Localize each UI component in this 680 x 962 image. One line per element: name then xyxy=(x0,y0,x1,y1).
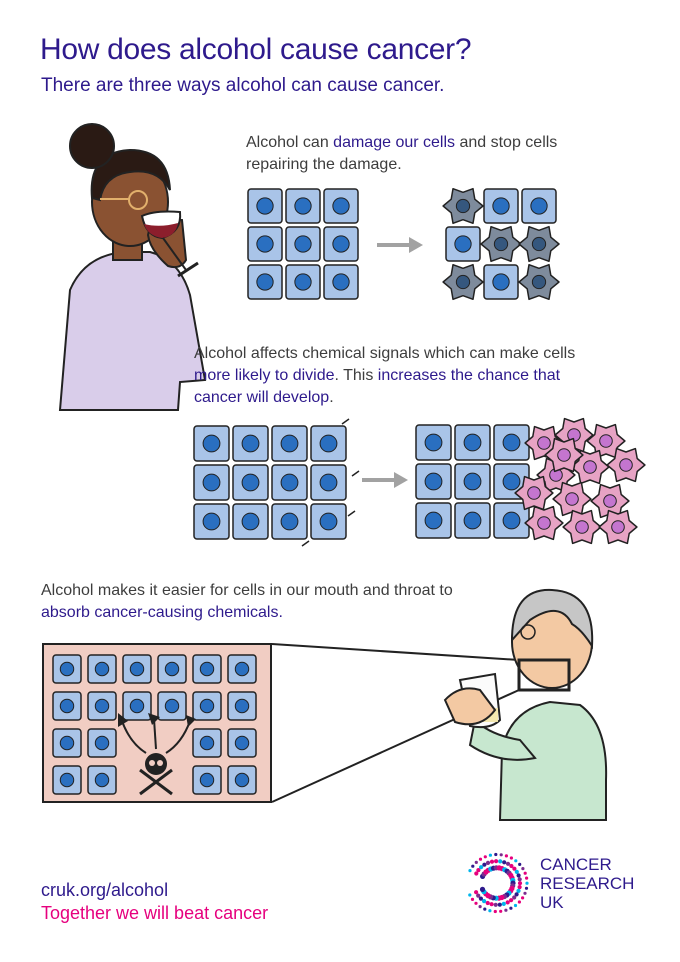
woman-drinking-wine-illustration xyxy=(58,123,207,411)
cell xyxy=(157,654,187,684)
dividing-cells-grid xyxy=(193,418,360,547)
cell xyxy=(193,425,230,462)
footer-url[interactable]: cruk.org/alcohol xyxy=(41,880,169,900)
damaged-cells-grid xyxy=(442,187,560,301)
cell xyxy=(454,502,491,539)
damaged-cell xyxy=(442,263,484,301)
cell xyxy=(87,691,117,721)
cancer-cell xyxy=(598,509,638,545)
footer-tagline: Together we will beat cancer xyxy=(41,903,269,923)
cell xyxy=(232,425,269,462)
cell xyxy=(87,654,117,684)
cell xyxy=(232,464,269,501)
signal-mark xyxy=(341,418,350,425)
cell xyxy=(310,425,347,462)
cell xyxy=(323,264,359,300)
cell xyxy=(285,188,321,224)
cell xyxy=(192,765,222,795)
cell xyxy=(232,503,269,540)
cell xyxy=(247,264,283,300)
section3-highlight: absorb cancer-causing chemicals. xyxy=(41,604,283,621)
man-drinking-illustration xyxy=(443,588,608,821)
section2-text: Alcohol affects chemical signals which c… xyxy=(194,345,576,406)
cell xyxy=(454,424,491,461)
cell xyxy=(521,188,557,224)
cell xyxy=(193,464,230,501)
section2-highlight-divide: more likely to divide xyxy=(194,367,335,384)
signal-mark xyxy=(351,470,360,477)
skull-crossbones-icon xyxy=(139,753,173,796)
cell xyxy=(52,654,82,684)
signal-mark xyxy=(347,510,356,517)
cell xyxy=(227,765,257,795)
cell xyxy=(454,463,491,500)
cell xyxy=(310,464,347,501)
cell xyxy=(157,691,187,721)
healthy-cells-grid xyxy=(247,188,359,300)
cell xyxy=(271,425,308,462)
logo-line2: RESEARCH xyxy=(540,874,635,893)
page-title: How does alcohol cause cancer? xyxy=(40,33,472,66)
page-subtitle: There are three ways alcohol can cause c… xyxy=(41,75,445,96)
cell xyxy=(193,503,230,540)
cell xyxy=(52,765,82,795)
cancer-cell xyxy=(524,505,564,541)
cell xyxy=(122,654,152,684)
cell xyxy=(483,188,519,224)
cancer-cell xyxy=(562,509,602,545)
cell xyxy=(87,765,117,795)
cell xyxy=(323,188,359,224)
cell xyxy=(415,502,452,539)
cell xyxy=(285,226,321,262)
right-arrow-icon xyxy=(377,237,423,253)
cell xyxy=(227,654,257,684)
tissue-zoom-panel xyxy=(42,643,272,803)
cell xyxy=(227,691,257,721)
cell xyxy=(493,463,530,500)
cell xyxy=(310,503,347,540)
cell xyxy=(483,264,519,300)
signal-mark xyxy=(301,540,310,547)
cell xyxy=(271,464,308,501)
cell xyxy=(192,691,222,721)
cancer-cell xyxy=(544,437,584,473)
section1-text: Alcohol can damage our cells and stop ce… xyxy=(246,134,558,173)
cell xyxy=(247,188,283,224)
damaged-cell xyxy=(518,263,560,301)
cell xyxy=(493,424,530,461)
cell xyxy=(285,264,321,300)
cancer-cell xyxy=(586,423,626,459)
damaged-cell xyxy=(442,187,484,225)
damaged-cell xyxy=(518,225,560,263)
cell xyxy=(445,226,481,262)
cell xyxy=(415,424,452,461)
cruk-c-logo-icon xyxy=(468,852,529,914)
logo-text: CANCER RESEARCH UK xyxy=(540,855,634,912)
cell xyxy=(415,463,452,500)
cancer-cell xyxy=(552,481,592,517)
section2-highlight-cancer: increases the chance that cancer will de… xyxy=(194,367,561,406)
cell xyxy=(87,728,117,758)
cell xyxy=(247,226,283,262)
section3-text: Alcohol makes it easier for cells in our… xyxy=(41,582,453,621)
cell xyxy=(271,503,308,540)
cell xyxy=(323,226,359,262)
cell xyxy=(227,728,257,758)
damaged-cell xyxy=(480,225,522,263)
cell xyxy=(192,728,222,758)
cell xyxy=(122,691,152,721)
cancer-cells-cluster xyxy=(415,417,646,545)
cell xyxy=(52,691,82,721)
right-arrow-icon xyxy=(362,472,408,488)
logo-line1: CANCER xyxy=(540,855,612,874)
section1-highlight: damage our cells xyxy=(333,134,456,151)
logo-line3: UK xyxy=(540,893,564,912)
cell xyxy=(192,654,222,684)
cell xyxy=(52,728,82,758)
